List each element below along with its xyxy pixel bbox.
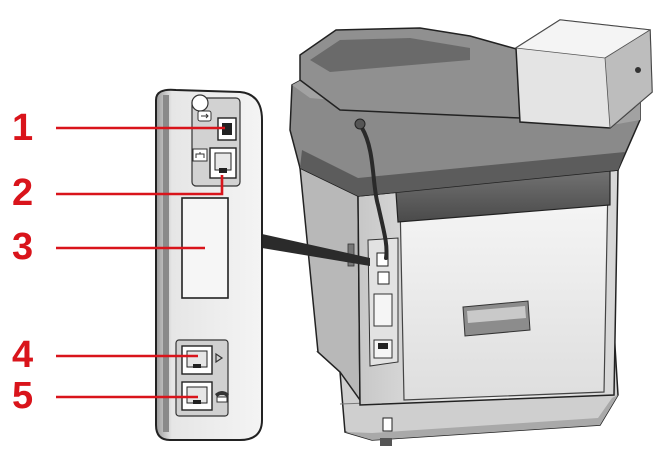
callout-4: 4 [12, 334, 198, 376]
callout-label-3: 3 [12, 226, 33, 268]
zoom-wedge [262, 234, 370, 266]
callout-1: 1 [12, 107, 225, 149]
network-port [209, 147, 237, 179]
enlarged-port-panel [155, 88, 263, 441]
line-connector [181, 345, 213, 375]
printer-illustration [289, 19, 653, 446]
network-icon [192, 148, 208, 162]
callout-2: 2 [12, 172, 224, 214]
callout-label-1: 1 [12, 107, 33, 149]
interface-cable [360, 126, 389, 260]
printer-body-side [299, 166, 361, 403]
telephone-icon [215, 391, 229, 403]
callout-label-4: 4 [12, 334, 33, 376]
line-icon [215, 352, 224, 364]
callout-5: 5 [12, 375, 198, 417]
callout-3: 3 [12, 226, 205, 268]
callout-label-2: 2 [12, 172, 33, 214]
callout-label-5: 5 [12, 375, 33, 417]
usb-icon [197, 110, 212, 122]
callouts: 1 2 3 4 5 [12, 107, 225, 417]
